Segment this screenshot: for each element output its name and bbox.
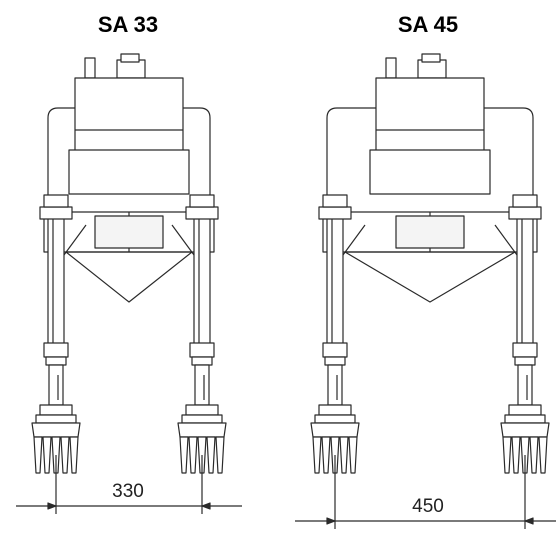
- cross-beam-plate: [395, 215, 465, 249]
- dimension-sa45: [295, 455, 556, 529]
- gripper-finger: [502, 436, 512, 474]
- center-frame: [344, 251, 516, 303]
- leg-cylinder: [327, 364, 343, 406]
- leg-hinge: [508, 404, 542, 416]
- leg-cylinder: [48, 364, 64, 406]
- leg-cap: [322, 194, 348, 208]
- leg: [310, 194, 366, 474]
- leg-cap: [189, 194, 215, 208]
- top-connector-cap: [421, 53, 441, 63]
- gripper-finger: [348, 436, 358, 474]
- cross-beam-plate: [94, 215, 164, 249]
- gear-housing: [68, 149, 190, 195]
- leg-cap: [43, 194, 69, 208]
- machine-sa33: [31, 53, 227, 474]
- leg-column: [326, 214, 344, 346]
- top-connector: [116, 59, 146, 79]
- leg-hinge-base: [181, 414, 223, 424]
- leg-joint: [512, 342, 538, 358]
- top-fitting: [385, 57, 397, 79]
- leg-brace: [171, 224, 195, 256]
- center-frame: [65, 251, 193, 303]
- leg-collar: [185, 206, 219, 220]
- gripper-head: [177, 422, 227, 438]
- leg-collar: [508, 206, 542, 220]
- leg-joint: [322, 342, 348, 358]
- dimension-arrow: [326, 517, 336, 525]
- leg-column: [193, 214, 211, 346]
- top-connector: [417, 59, 447, 79]
- dimension-label-sa45: 450: [412, 496, 444, 517]
- machine-title-sa45: SA 45: [397, 12, 459, 37]
- gripper-finger: [511, 436, 521, 474]
- gripper-finger: [69, 436, 79, 474]
- gripper-finger: [60, 436, 70, 474]
- dimension-arrow: [47, 502, 57, 510]
- leg-collar: [39, 206, 73, 220]
- leg-joint: [189, 342, 215, 358]
- leg-column: [47, 214, 65, 346]
- gear-housing: [369, 149, 491, 195]
- gripper-finger: [321, 436, 331, 474]
- gripper-head: [310, 422, 360, 438]
- dimension-label-sa33: 330: [112, 481, 144, 502]
- gripper-finger: [215, 436, 225, 474]
- leg-joint-lower: [324, 356, 346, 366]
- leg-joint-lower: [191, 356, 213, 366]
- gripper-finger: [33, 436, 43, 474]
- leg-cap: [512, 194, 538, 208]
- dimension-arrow: [201, 502, 211, 510]
- leg: [31, 194, 87, 474]
- leg-brace: [342, 224, 366, 256]
- dimension-sa33: [16, 455, 242, 514]
- leg-brace: [494, 224, 518, 256]
- hydraulic-pipe-left: [326, 107, 376, 200]
- gripper-head: [31, 422, 81, 438]
- gripper-finger: [42, 436, 52, 474]
- leg-joint-lower: [45, 356, 67, 366]
- leg-hinge-base: [504, 414, 546, 424]
- top-fitting: [84, 57, 96, 79]
- gripper-finger: [179, 436, 189, 474]
- leg-hinge-base: [35, 414, 77, 424]
- leg-cylinder: [194, 364, 210, 406]
- leg-brace: [63, 224, 87, 256]
- leg-hinge: [185, 404, 219, 416]
- leg-column: [516, 214, 534, 346]
- gripper-finger: [206, 436, 216, 474]
- machine-title-sa33: SA 33: [97, 12, 159, 37]
- leg-hinge: [39, 404, 73, 416]
- leg: [171, 194, 227, 474]
- gripper-head: [500, 422, 550, 438]
- leg-joint-lower: [514, 356, 536, 366]
- leg-hinge-base: [314, 414, 356, 424]
- top-connector-cap: [120, 53, 140, 63]
- leg: [494, 194, 550, 474]
- leg-joint: [43, 342, 69, 358]
- hydraulic-pipe-right: [183, 107, 211, 200]
- hydraulic-pipe-left: [47, 107, 75, 200]
- gripper-finger: [312, 436, 322, 474]
- dimension-arrow: [524, 517, 534, 525]
- machine-sa45: [310, 53, 550, 474]
- gripper-finger: [339, 436, 349, 474]
- leg-cylinder: [517, 364, 533, 406]
- hydraulic-pipe-right: [484, 107, 534, 200]
- gripper-finger: [538, 436, 548, 474]
- leg-collar: [318, 206, 352, 220]
- gripper-finger: [529, 436, 539, 474]
- gripper-finger: [188, 436, 198, 474]
- leg-hinge: [318, 404, 352, 416]
